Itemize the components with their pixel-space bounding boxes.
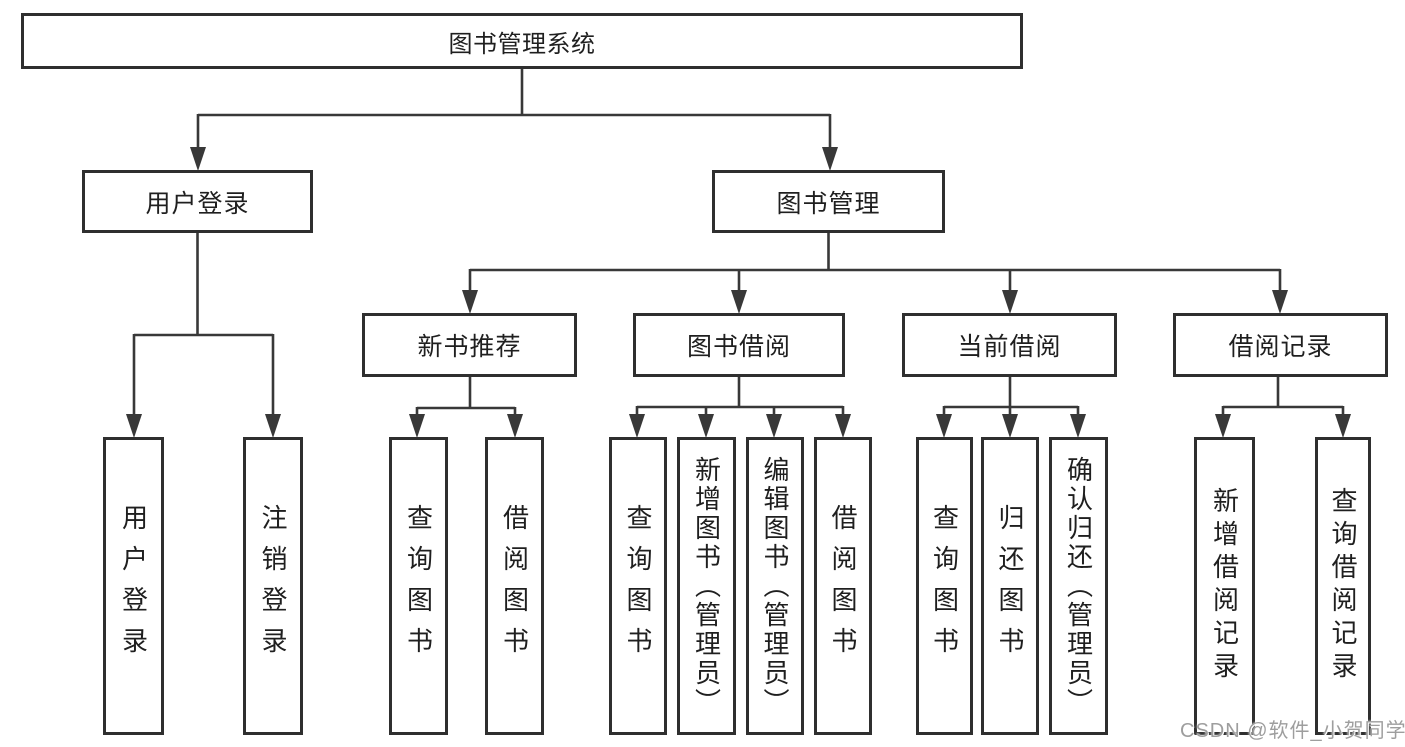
arrowhead — [265, 414, 281, 438]
arrowhead — [766, 414, 782, 438]
leaf-add-books-admin: 新增图书（管理员） — [677, 437, 736, 735]
edge-borrow-records-to-leaves — [1215, 377, 1351, 438]
arrowhead — [835, 414, 851, 438]
node-new-book-recommend: 新书推荐 — [362, 313, 577, 377]
arrowhead — [936, 414, 952, 438]
arrowhead — [126, 414, 142, 438]
node-borrow-records: 借阅记录 — [1173, 313, 1388, 377]
leaf-user-login: 用户登录 — [103, 437, 164, 735]
leaf-logout: 注销登录 — [243, 437, 303, 735]
arrowhead — [409, 414, 425, 438]
leaf-return-books: 归还图书 — [981, 437, 1039, 735]
arrowhead — [1070, 414, 1086, 438]
edge-book-borrow-to-leaves — [629, 377, 851, 438]
edge-new-books-to-leaves — [409, 377, 523, 438]
arrowhead — [629, 414, 645, 438]
arrowhead — [1272, 290, 1288, 314]
edge-current-borrow-to-leaves — [936, 377, 1086, 438]
watermark-text: CSDN @软件_小贺同学 — [1180, 720, 1405, 742]
node-current-borrowing: 当前借阅 — [902, 313, 1117, 377]
leaf-query-books-recommend: 查询图书 — [389, 437, 448, 735]
leaf-query-books-current: 查询图书 — [916, 437, 973, 735]
edge-book-mgmt-to-level3 — [462, 233, 1288, 314]
arrowhead — [462, 290, 478, 314]
leaf-edit-books-admin: 编辑图书（管理员） — [746, 437, 804, 735]
leaf-confirm-return-admin: 确认归还（管理员） — [1049, 437, 1108, 735]
arrowhead — [698, 414, 714, 438]
arrowhead — [1002, 414, 1018, 438]
node-root: 图书管理系统 — [21, 13, 1023, 69]
leaf-query-books-borrow: 查询图书 — [609, 437, 667, 735]
leaf-borrow-books-recommend: 借阅图书 — [485, 437, 544, 735]
arrowhead — [731, 290, 747, 314]
arrowhead — [822, 147, 838, 171]
arrowhead — [507, 414, 523, 438]
node-book-borrowing: 图书借阅 — [633, 313, 845, 377]
leaf-add-borrow-record: 新增借阅记录 — [1194, 437, 1255, 735]
arrowhead — [190, 147, 206, 171]
leaf-borrow-books: 借阅图书 — [814, 437, 872, 735]
arrowhead — [1002, 290, 1018, 314]
edge-root-to-level2 — [190, 69, 838, 171]
node-user-login: 用户登录 — [82, 170, 313, 233]
leaf-query-borrow-record: 查询借阅记录 — [1315, 437, 1371, 735]
arrowhead — [1215, 414, 1231, 438]
node-book-management: 图书管理 — [712, 170, 945, 233]
arrowhead — [1335, 414, 1351, 438]
edge-user-login-to-leaves — [126, 233, 281, 438]
